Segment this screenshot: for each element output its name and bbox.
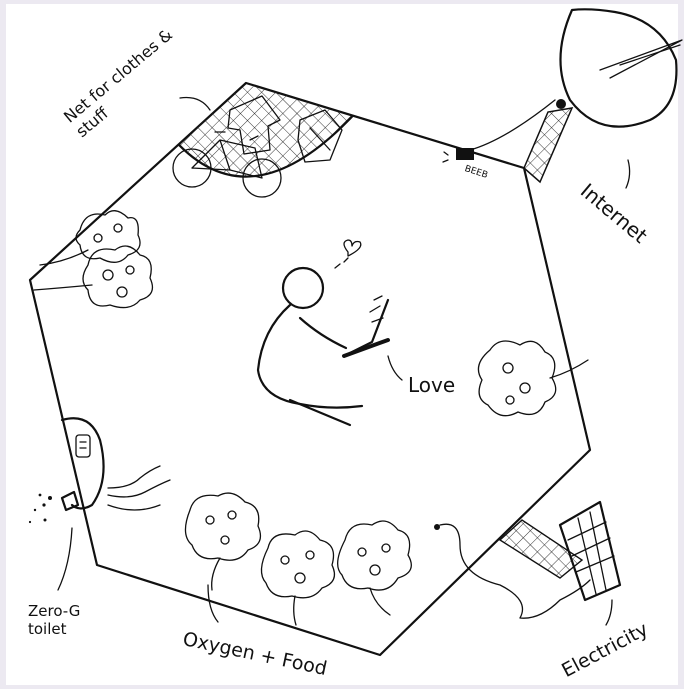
tree-bottom-1	[185, 493, 260, 590]
satellite-dish-icon	[524, 9, 682, 182]
love-leader	[388, 356, 402, 380]
storage-net	[170, 83, 360, 177]
toilet-leader	[58, 528, 72, 590]
label-zero-g-toilet: Zero-G toilet	[28, 602, 98, 638]
zero-g-toilet-icon	[29, 418, 170, 523]
person-reading-icon	[258, 268, 388, 425]
internet-leader	[626, 160, 630, 188]
tree-left-lower	[34, 246, 152, 308]
plug-icon	[434, 524, 440, 530]
router-icon	[456, 148, 474, 160]
tree-right-wall	[478, 341, 588, 416]
tree-bottom-2	[261, 531, 334, 625]
router-beep-marks	[443, 152, 448, 162]
electricity-leader	[606, 600, 612, 625]
tree-bottom-3	[338, 521, 412, 615]
station-hull	[30, 83, 590, 655]
solar-panel-icon	[500, 502, 620, 600]
heart-icon	[335, 240, 361, 268]
net-leader	[180, 98, 210, 111]
label-love: Love	[408, 375, 455, 395]
